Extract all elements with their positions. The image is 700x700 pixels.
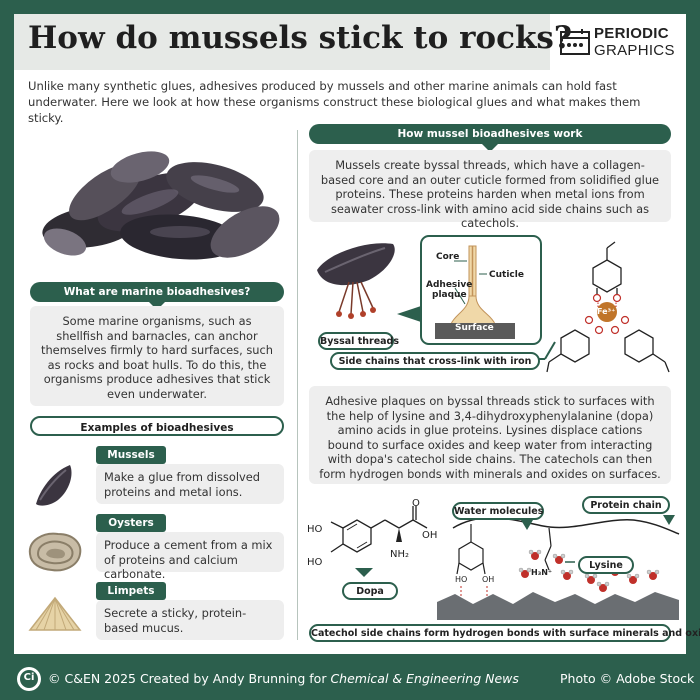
examples-heading: Examples of bioadhesives [30, 416, 284, 436]
example-oysters-text: Produce a cement from a mix of proteins … [96, 532, 284, 581]
iron-ion-label: Fe³⁺ [597, 307, 616, 316]
mussel-icon [36, 465, 72, 506]
plaque-label: plaque [432, 290, 467, 300]
example-oysters-tag: Oysters [96, 514, 166, 532]
catechol-ho-label: HO [455, 575, 468, 584]
footer-journal: Chemical & Engineering News [330, 671, 519, 686]
limpet-icon [28, 596, 82, 631]
pointer-arrow [481, 143, 499, 152]
nh2-label: NH₂ [390, 549, 410, 560]
hydrogen-bond-diagram [330, 506, 680, 620]
crosslink-label: Side chains that cross-link with iron [330, 352, 540, 370]
dopa-explanation: Adhesive plaques on byssal threads stick… [309, 386, 671, 484]
lysine-label: Lysine [578, 556, 634, 574]
what-text: Some marine organisms, such as shellfish… [30, 306, 284, 406]
how-heading: How mussel bioadhesives work [309, 124, 671, 144]
byssal-threads-label: Byssal threads [318, 332, 399, 350]
ammonium-label: H₃N⁺ [531, 568, 553, 577]
example-mussels-tag: Mussels [96, 446, 166, 464]
cuticle-label: Cuticle [489, 270, 524, 280]
page-title: How do mussels stick to rocks? [28, 20, 573, 56]
surface-label: Surface [455, 323, 494, 333]
title-band [14, 14, 550, 70]
periodic-graphics-logo: PERIODIC GRAPHICS [560, 24, 680, 64]
oyster-icon [28, 532, 82, 572]
mussels-photo [42, 151, 280, 260]
ho-label-1: HO [307, 524, 323, 535]
example-mussels-text: Make a glue from dissolved proteins and … [96, 464, 284, 504]
column-divider [297, 130, 298, 640]
footer: Ci © C&EN 2025 Created by Andy Brunning … [0, 658, 700, 700]
logo-line2: GRAPHICS [594, 42, 675, 59]
byssal-explanation: Mussels create byssal threads, which hav… [309, 150, 671, 230]
logo-line1: PERIODIC [594, 25, 669, 42]
example-limpets-text: Secrete a sticky, protein-based mucus. [96, 600, 284, 640]
hydrogen-bond-caption: Catechol side chains form hydrogen bonds… [309, 624, 700, 642]
calendar-icon [560, 29, 590, 55]
ho-label-2: HO [307, 557, 323, 568]
adhesive-label: Adhesive [426, 280, 473, 290]
intro-text: Unlike many synthetic glues, adhesives p… [28, 79, 641, 125]
core-label: Core [436, 252, 460, 262]
example-limpets-tag: Limpets [96, 582, 166, 600]
dopa-label: Dopa [342, 582, 398, 600]
protein-chain-label: Protein chain [582, 496, 670, 514]
water-molecules-label: Water molecules [452, 502, 544, 520]
pointer-arrow [148, 301, 166, 310]
what-heading: What are marine bioadhesives? [30, 282, 284, 302]
oh-label: OH [422, 530, 438, 541]
footer-credit: © C&EN 2025 Created by Andy Brunning for [48, 671, 331, 686]
cen-logo-icon [17, 667, 41, 691]
catechol-oh-label: OH [482, 575, 495, 584]
photo-credit: Photo © Adobe Stock [560, 671, 695, 686]
cen-logo-text: Ci [23, 672, 35, 683]
o-label: O [412, 498, 420, 509]
